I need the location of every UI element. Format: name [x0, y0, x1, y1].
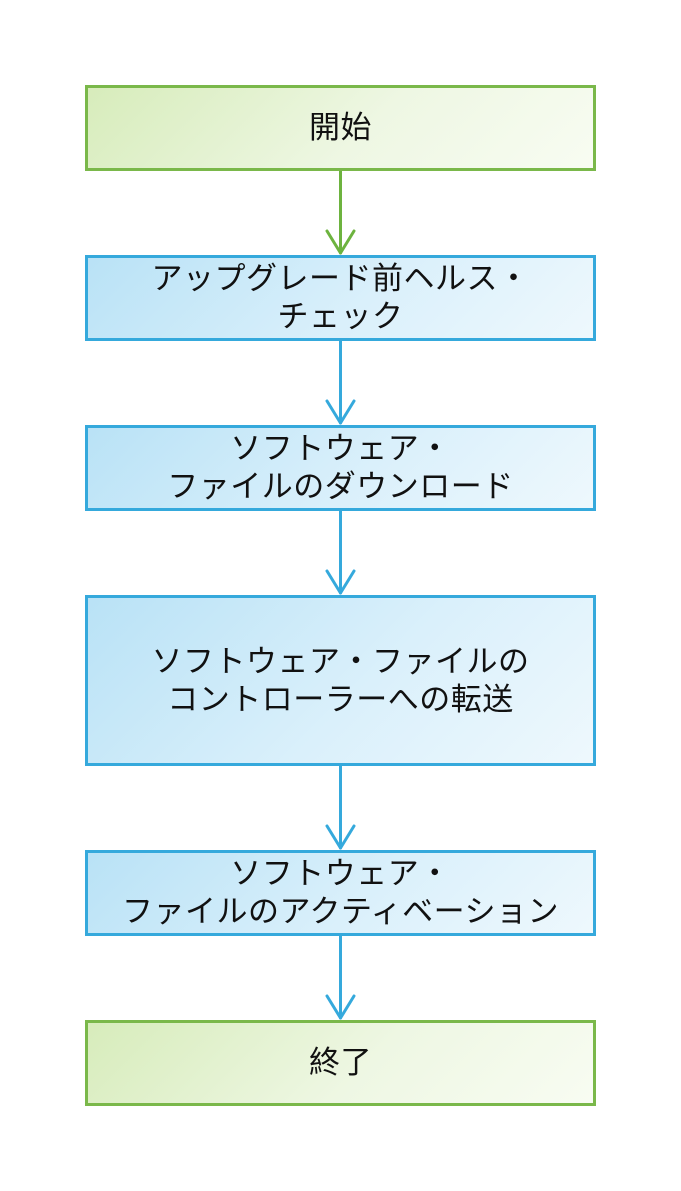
arrowhead-activate-end — [325, 994, 356, 1020]
arrowhead-start-health — [325, 229, 356, 255]
node-software-activation-label: ソフトウェア・ ファイルのアクティベーション — [122, 856, 559, 930]
arrowhead-download-transfer — [325, 569, 356, 595]
node-software-download-label: ソフトウェア・ ファイルのダウンロード — [167, 431, 514, 505]
node-software-download: ソフトウェア・ ファイルのダウンロード — [85, 425, 596, 511]
node-end: 終了 — [85, 1020, 596, 1106]
arrowhead-health-download — [325, 399, 356, 425]
node-software-transfer-label: ソフトウェア・ファイルの コントローラーへの転送 — [151, 643, 530, 718]
arrowhead-transfer-activate — [325, 824, 356, 850]
node-pre-upgrade-health-check: アップグレード前ヘルス・ チェック — [85, 255, 596, 341]
node-pre-upgrade-health-check-label: アップグレード前ヘルス・ チェック — [151, 261, 530, 335]
node-end-label: 終了 — [309, 1045, 372, 1081]
node-software-activation: ソフトウェア・ ファイルのアクティベーション — [85, 850, 596, 936]
node-start: 開始 — [85, 85, 596, 171]
node-start-label: 開始 — [309, 110, 372, 146]
node-software-transfer: ソフトウェア・ファイルの コントローラーへの転送 — [85, 595, 596, 766]
